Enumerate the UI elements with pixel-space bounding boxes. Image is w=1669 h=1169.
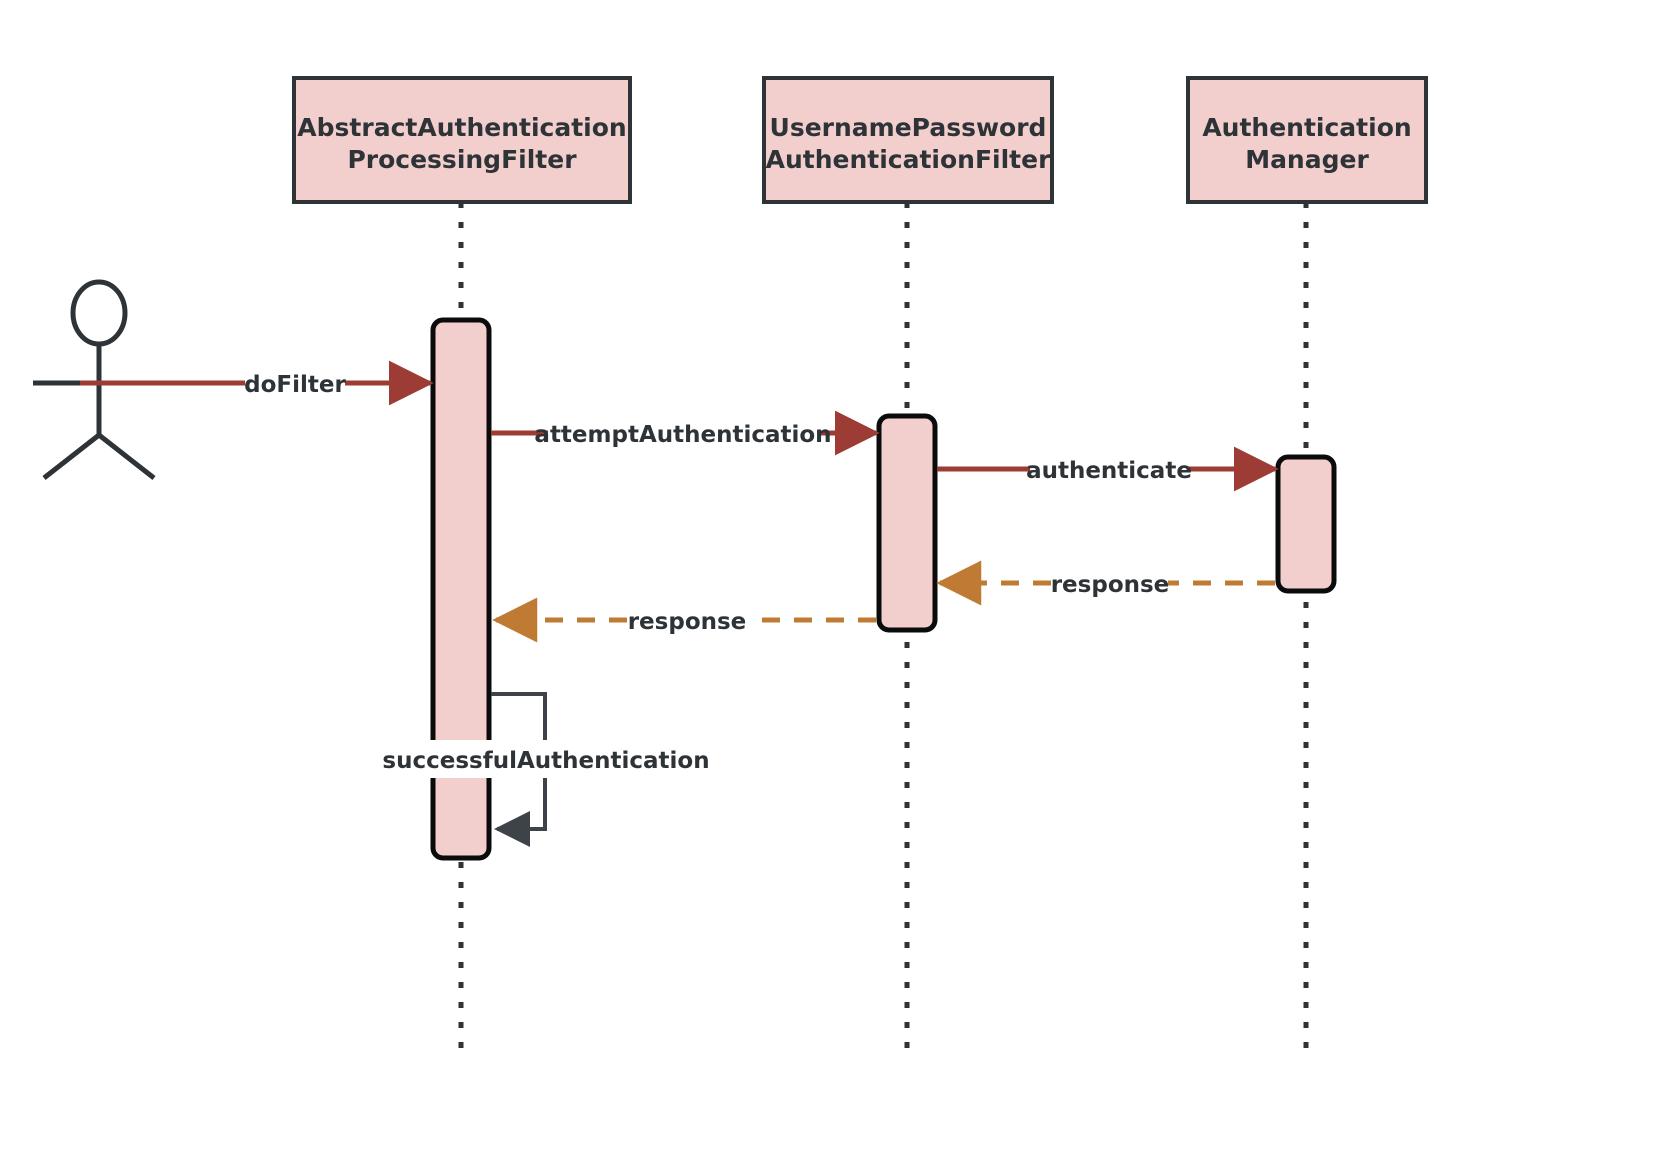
participant-label-line2: Manager <box>1245 145 1369 174</box>
activation-bar-abstract-authentication-processing-filter <box>430 317 492 861</box>
participant-box <box>1186 76 1428 204</box>
message-label-authenticate: authenticate <box>1026 458 1192 484</box>
message-response-filter-to-abstract[interactable]: response <box>492 597 876 643</box>
message-authenticate[interactable]: authenticate <box>937 446 1279 492</box>
user-actor <box>33 279 165 480</box>
message-successful-authentication[interactable]: successfulAuthentication <box>382 692 710 847</box>
participant-box <box>762 76 1054 204</box>
participant-abstract-authentication-processing-filter[interactable]: AbstractAuthentication ProcessingFilter <box>292 76 632 204</box>
participant-username-password-authentication-filter[interactable]: UsernamePassword AuthenticationFilter <box>762 76 1054 204</box>
participant-authentication-manager[interactable]: Authentication Manager <box>1186 76 1428 204</box>
self-message-label-backdrop <box>386 740 706 778</box>
actor-left-leg-icon <box>42 433 101 480</box>
message-response-manager-to-filter[interactable]: response <box>936 560 1275 606</box>
message-attempt-authentication[interactable]: attemptAuthentication <box>491 410 880 456</box>
message-do-filter[interactable]: doFilter <box>80 360 434 406</box>
actor-right-leg-icon <box>97 433 156 480</box>
activation-bar-authentication-manager <box>1275 454 1337 594</box>
message-label-successful-authentication: successfulAuthentication <box>382 748 709 774</box>
participant-box <box>292 76 632 204</box>
activation-bar-username-password-authentication-filter <box>876 413 938 633</box>
participant-label-line2: ProcessingFilter <box>347 145 577 174</box>
participant-label-line1: Authentication <box>1202 113 1411 142</box>
participant-label-line1: AbstractAuthentication <box>297 113 626 142</box>
message-label-attempt-authentication: attemptAuthentication <box>534 422 831 448</box>
participant-label-line2: AuthenticationFilter <box>766 145 1051 174</box>
message-label-do-filter: doFilter <box>244 372 346 398</box>
participant-label-line1: UsernamePassword <box>770 113 1047 142</box>
message-label-response-filter-to-abstract: response <box>628 609 747 635</box>
message-label-response-manager-to-filter: response <box>1051 572 1170 598</box>
actor-head-icon <box>70 279 128 347</box>
